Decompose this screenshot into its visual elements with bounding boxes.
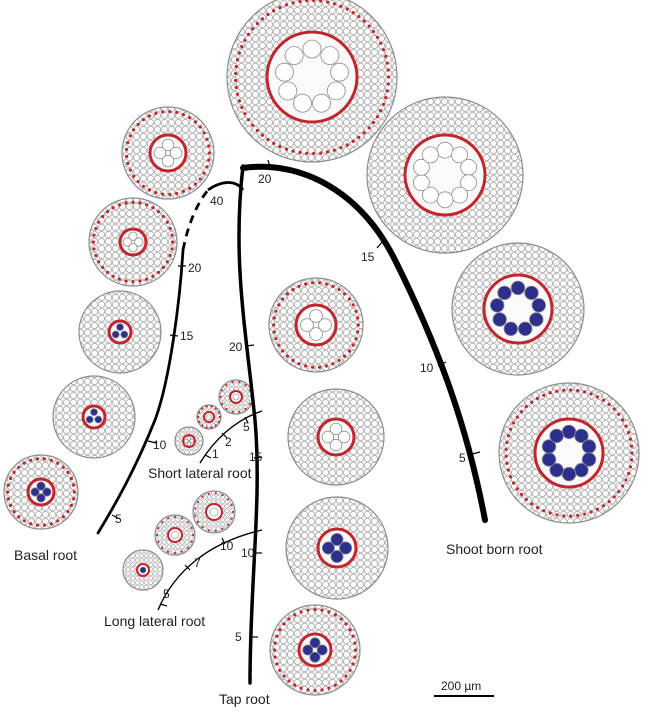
section-basal-4: [52, 375, 136, 459]
tap-root-line: [237, 164, 259, 685]
short-lateral-tick-2: 2: [225, 435, 232, 449]
cross-sections: [3, 0, 640, 696]
basal-root-dashed-line: [181, 189, 210, 251]
basal-root-label: Basal root: [14, 547, 77, 563]
section-basal-3: [78, 290, 162, 374]
section-tap-3: [285, 496, 389, 600]
section-tap-4: [269, 604, 361, 696]
section-long-2: [154, 514, 196, 556]
long-lateral-tick-5: 5: [163, 587, 170, 601]
basal-tick-15: 15: [180, 329, 194, 343]
section-basal-5: [3, 454, 79, 530]
tick-marks: [111, 159, 481, 638]
shoot-tick-10: 10: [420, 361, 434, 375]
shoot-born-root-label: Shoot born root: [446, 541, 543, 557]
section-short-1: [174, 426, 204, 456]
basal-root-top-curve: [207, 181, 245, 192]
section-shoot-lower: [498, 382, 640, 524]
shoot-born-root-line: [240, 163, 488, 523]
short-lateral-root-line: [199, 410, 263, 464]
root-labels: Basal root Short lateral root Long later…: [14, 465, 543, 707]
section-long-1: [122, 549, 164, 591]
short-lateral-tick-1: 1: [212, 447, 219, 461]
shoot-tick-5: 5: [459, 451, 466, 465]
scale-bar: 200 µm: [434, 679, 494, 697]
section-basal-2: [88, 197, 178, 287]
tap-tick-5: 5: [235, 630, 242, 644]
long-lateral-tick-7: 7: [194, 556, 201, 570]
section-shoot-top: [226, 0, 398, 163]
basal-tick-5: 5: [115, 512, 122, 526]
tap-tick-20: 20: [229, 340, 243, 354]
section-short-3: [218, 379, 254, 415]
long-lateral-root-line: [157, 529, 263, 611]
section-long-3: [192, 490, 236, 534]
short-lateral-tick-5: 5: [243, 420, 250, 434]
section-shoot-upper: [366, 96, 524, 254]
long-lateral-tick-10: 10: [220, 539, 234, 553]
short-lateral-root-label: Short lateral root: [148, 465, 252, 481]
shoot-tick-15: 15: [361, 250, 375, 264]
long-lateral-root-label: Long lateral root: [104, 613, 205, 629]
section-short-2: [196, 404, 222, 430]
tick-labels: 5 10 15 20 40 20 15 10 5 20 15 10 5 1 2 …: [115, 172, 466, 644]
basal-tick-40: 40: [210, 194, 224, 208]
basal-root-line: [96, 248, 185, 535]
section-shoot-middle: [451, 242, 585, 376]
tap-root-label: Tap root: [219, 691, 270, 707]
section-basal-top: [121, 106, 215, 200]
root-lines: [96, 163, 488, 685]
basal-tick-10: 10: [153, 438, 167, 452]
basal-tick-20: 20: [188, 261, 202, 275]
shoot-tick-20: 20: [258, 172, 272, 186]
tap-tick-10: 10: [241, 546, 255, 560]
scale-bar-label: 200 µm: [441, 679, 481, 693]
tap-tick-15: 15: [249, 450, 263, 464]
section-tap-1: [268, 277, 364, 373]
section-tap-2: [287, 388, 385, 486]
